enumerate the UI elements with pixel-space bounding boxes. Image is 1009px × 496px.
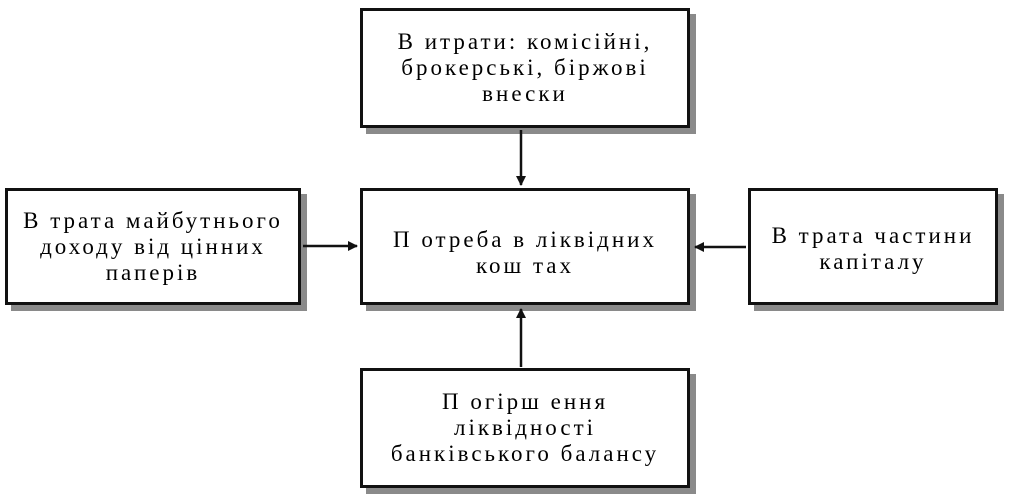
node-costs: В итрати: комісійні, брокерські, біржові…	[360, 8, 690, 128]
node-liquidity-need-label: П отреба в ліквідних кош тах	[393, 227, 657, 278]
node-capital-loss-label: В трата частини капіталу	[771, 223, 975, 274]
node-lost-future-income-label: В трата майбутнього доходу від цінних па…	[23, 207, 283, 285]
node-balance-liquidity-deterioration: П огірш ення ліквідності банківського ба…	[360, 368, 690, 488]
node-balance-liquidity-deterioration-label: П огірш ення ліквідності банківського ба…	[390, 389, 660, 466]
node-liquidity-need: П отреба в ліквідних кош тах	[360, 188, 690, 305]
node-capital-loss: В трата частини капіталу	[748, 188, 998, 305]
node-costs-label: В итрати: комісійні, брокерські, біржові…	[397, 29, 653, 106]
node-lost-future-income: В трата майбутнього доходу від цінних па…	[5, 188, 301, 305]
